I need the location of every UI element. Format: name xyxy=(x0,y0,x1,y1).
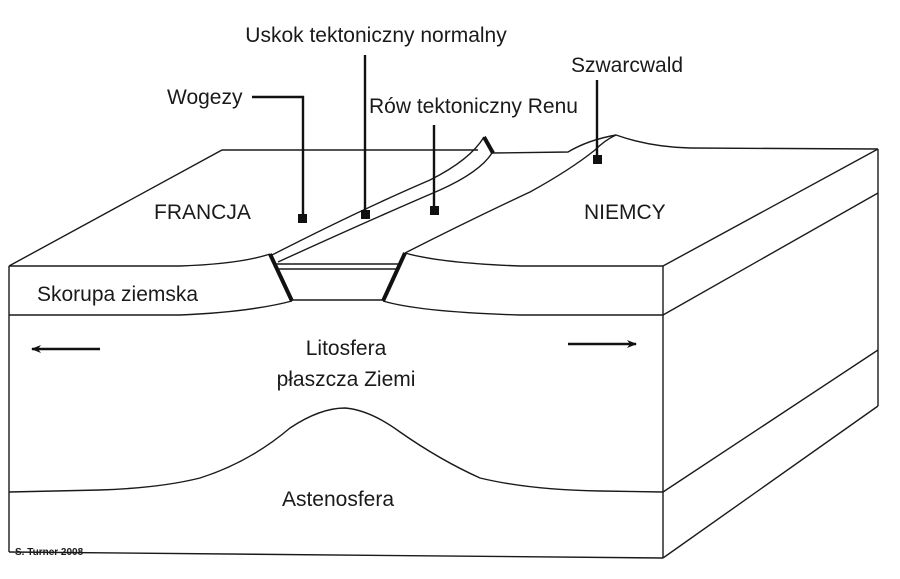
normal-fault-marker xyxy=(361,210,370,219)
top-right-edge xyxy=(662,148,879,267)
label-mantle-lithosphere-2: płaszcza Ziemi xyxy=(277,368,416,391)
label-black-forest: Szwarcwald xyxy=(571,54,683,77)
label-asthenosphere: Astenosfera xyxy=(282,488,394,511)
crust-base-right xyxy=(382,300,663,316)
front-face xyxy=(8,252,664,559)
label-mantle-lithosphere-1: Litosfera xyxy=(306,337,387,360)
label-crust: Skorupa ziemska xyxy=(37,283,198,306)
label-germany: NIEMCY xyxy=(584,201,666,224)
black-forest-marker xyxy=(593,155,602,164)
leaders xyxy=(252,55,602,223)
label-vosges: Wogezy xyxy=(167,86,243,109)
top-surface xyxy=(8,134,879,267)
vosges-leader xyxy=(252,95,305,215)
black-forest-slope xyxy=(404,134,617,254)
vosges-marker xyxy=(298,214,307,223)
rhine-graben-marker xyxy=(430,206,439,215)
label-france: FRANCJA xyxy=(154,201,251,224)
graben-far-fault-scarp xyxy=(482,136,495,154)
rift-shoulder-back-right xyxy=(491,134,879,154)
label-rhine-graben: Rów tektoniczny Renu xyxy=(369,95,578,118)
side-bottom-edge xyxy=(662,405,879,559)
graben-strip-upper xyxy=(271,136,485,256)
label-normal-fault: Uskok tektoniczny normalny xyxy=(245,24,507,47)
crust-base-left xyxy=(9,300,293,316)
credit-text: S. Turner 2008 xyxy=(15,547,84,558)
germany-front-edge xyxy=(404,252,663,267)
side-face xyxy=(662,149,879,559)
fault-right xyxy=(381,252,407,302)
top-back-edge-left xyxy=(8,149,478,267)
asthenosphere-boundary xyxy=(8,407,664,493)
front-bottom-edge xyxy=(8,551,664,559)
side-crust-base xyxy=(662,192,879,316)
graben-strip-lower xyxy=(277,152,493,263)
side-astheno-top xyxy=(662,349,879,493)
fault-left xyxy=(268,253,294,302)
france-front-edge xyxy=(9,253,271,267)
